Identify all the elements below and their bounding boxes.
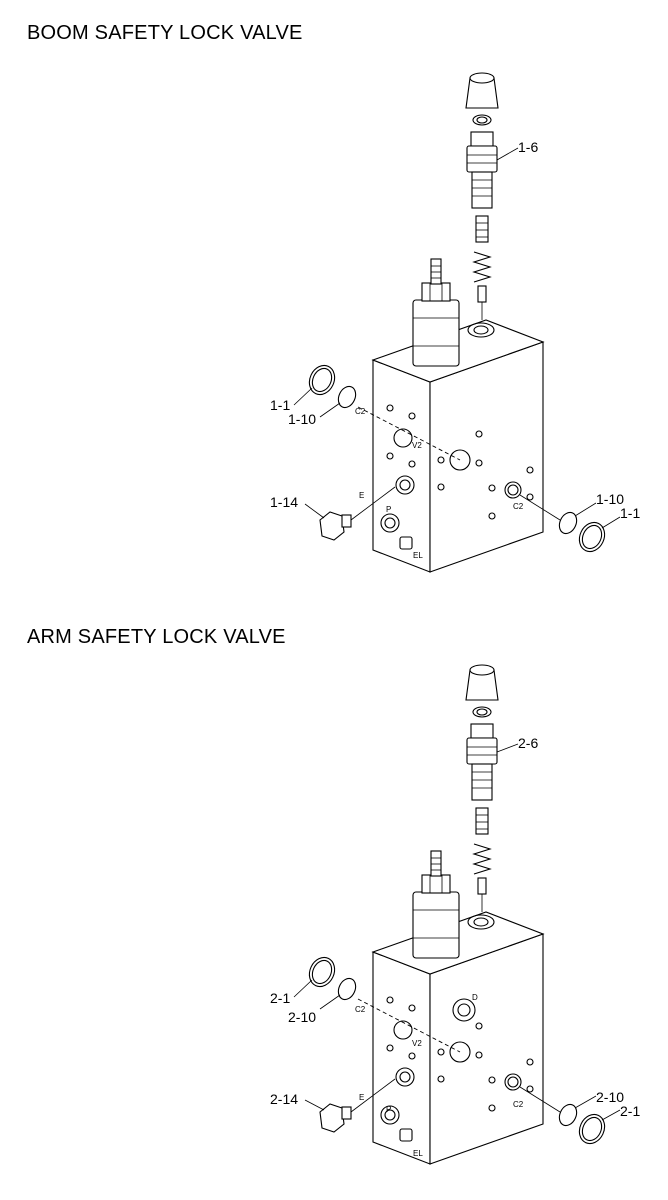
arm-section-title: ARM SAFETY LOCK VALVE — [27, 626, 286, 648]
callout-2-10-right: 2-10 — [596, 1089, 624, 1105]
callout-1-1-left: 1-1 — [270, 397, 290, 413]
callout-1-6: 1-6 — [518, 139, 538, 155]
port-c2-top-arm: C2 — [355, 1005, 366, 1014]
port-p-arm: P — [386, 1105, 391, 1114]
port-e-arm: E — [359, 1093, 364, 1102]
callout-2-10-left: 2-10 — [288, 1009, 316, 1025]
callout-1-10-left: 1-10 — [288, 411, 316, 427]
callout-1-1-right: 1-1 — [620, 505, 640, 521]
port-v2: V2 — [412, 441, 422, 450]
port-v2-arm: V2 — [412, 1039, 422, 1048]
arm-valve-drawing — [304, 664, 610, 1165]
callout-2-1-left: 2-1 — [270, 990, 290, 1006]
port-d-arm: D — [472, 993, 478, 1002]
callout-2-1-right: 2-1 — [620, 1103, 640, 1119]
callout-2-6: 2-6 — [518, 735, 538, 751]
boom-callouts: 1-6 1-1 1-10 1-14 1-10 1-1 C2 V2 E P EL … — [270, 139, 640, 560]
callout-1-14: 1-14 — [270, 494, 298, 510]
arm-callouts: 2-6 2-1 2-10 2-14 2-10 2-1 C2 D V2 E P E… — [270, 735, 640, 1158]
boom-section-title: BOOM SAFETY LOCK VALVE — [27, 22, 303, 44]
port-p: P — [386, 505, 391, 514]
port-c2-side: C2 — [513, 502, 524, 511]
callout-1-10-right: 1-10 — [596, 491, 624, 507]
port-c2-side-arm: C2 — [513, 1100, 524, 1109]
port-el: EL — [413, 551, 423, 560]
port-e: E — [359, 491, 364, 500]
callout-2-14: 2-14 — [270, 1091, 298, 1107]
port-el-arm: EL — [413, 1149, 423, 1158]
port-c2-top: C2 — [355, 407, 366, 416]
boom-valve-drawing — [304, 72, 610, 573]
